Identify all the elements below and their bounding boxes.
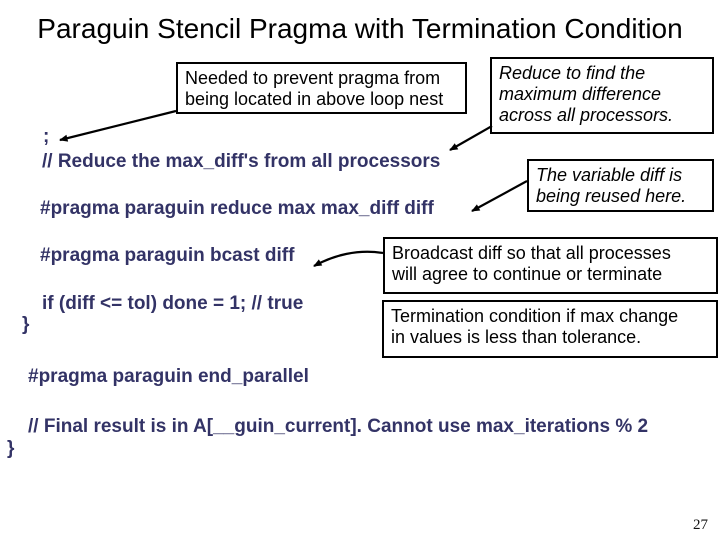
arrow-to-semicolon [59, 109, 177, 142]
code-line-if-termination: if (diff <= tol) done = 1; // true [42, 293, 304, 314]
callout-line: Reduce to find the [499, 63, 646, 83]
arrow-to-reduce-comment [449, 125, 493, 151]
callout-line: being located in above loop nest [185, 89, 444, 110]
code-line-semicolon: ; [43, 126, 50, 147]
code-line-final-comment: // Final result is in A[__guin_current].… [28, 416, 649, 437]
code-line-pragma-bcast: #pragma paraguin bcast diff [40, 245, 295, 266]
callout-termination-condition: Termination condition if max change in v… [382, 300, 718, 358]
callout-line: across all processors. [499, 105, 674, 126]
callout-line: being reused here. [536, 186, 687, 207]
callout-needed-to-prevent-pragma: Needed to prevent pragma from being loca… [176, 62, 467, 114]
callout-line: will agree to continue or terminate [392, 264, 663, 285]
callout-line: in values is less than tolerance. [391, 327, 642, 348]
callout-line: Termination condition if max change [391, 306, 679, 326]
callout-variable-diff-reused: The variable diff is being reused here. [527, 159, 714, 212]
code-line-pragma-reduce: #pragma paraguin reduce max max_diff dif… [40, 198, 434, 219]
arrow-to-pragma-bcast [313, 250, 384, 267]
callout-line: Needed to prevent pragma from [185, 68, 441, 88]
callout-line: Broadcast diff so that all processes [392, 243, 671, 263]
callout-reduce-to-find-max-difference: Reduce to find the maximum difference ac… [490, 57, 714, 134]
callout-line: maximum difference [499, 84, 662, 105]
callout-broadcast-diff: Broadcast diff so that all processes wil… [383, 237, 718, 294]
page-number: 27 [693, 517, 708, 533]
code-line-reduce-comment: // Reduce the max_diff's from all proces… [42, 151, 441, 172]
arrow-to-pragma-reduce [471, 180, 528, 212]
callout-line: The variable diff is [536, 165, 683, 185]
code-line-close-brace: } [22, 314, 30, 335]
slide-title: Paraguin Stencil Pragma with Termination… [37, 13, 683, 44]
code-line-pragma-end-parallel: #pragma paraguin end_parallel [28, 366, 309, 387]
code-line-final-brace: } [7, 438, 15, 459]
